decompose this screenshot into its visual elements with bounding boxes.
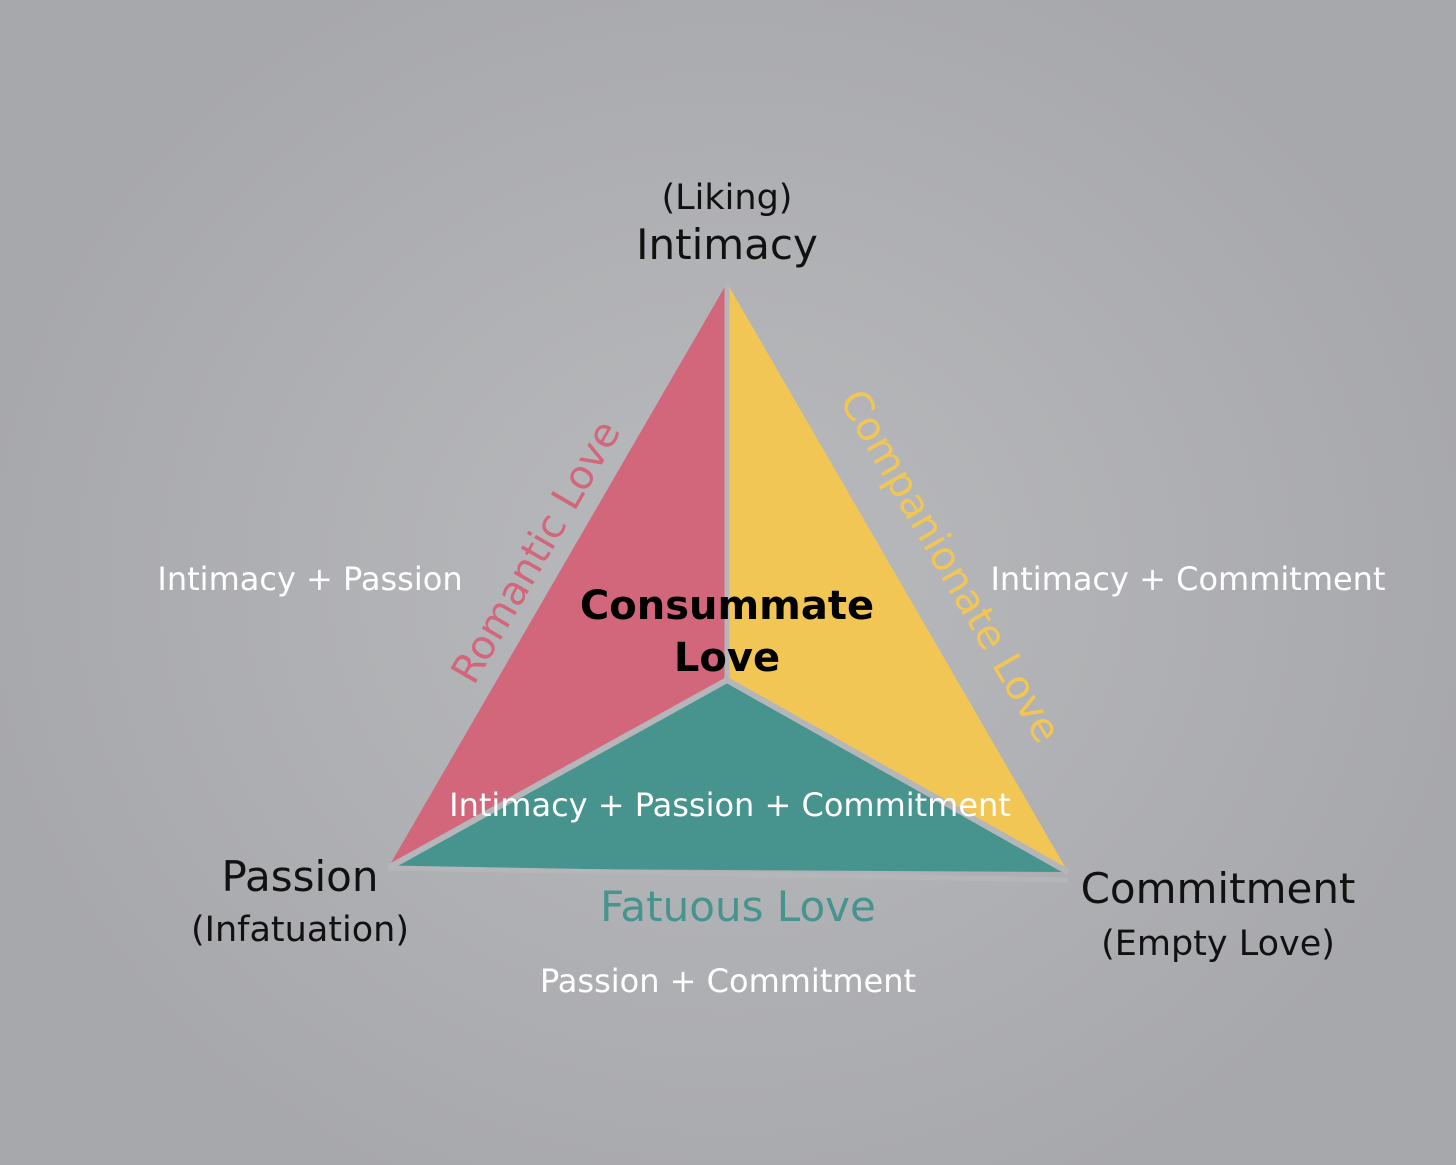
fatuous-love-region [388,680,1068,872]
fatuous-formula: Passion + Commitment [539,962,917,1000]
commitment-sub-label: (Empty Love) [1101,924,1335,964]
companionate-formula: Intimacy + Commitment [990,560,1386,598]
commitment-label: Commitment [1080,864,1356,913]
consummate-love-line1: Consummate [579,583,875,629]
romantic-love-region [388,283,727,868]
romantic-formula: Intimacy + Passion [157,560,463,598]
fatuous-love-label: Fatuous Love [600,882,876,931]
consummate-love-line2: Love [673,635,781,681]
passion-label: Passion [221,852,379,901]
intimacy-label: Intimacy [636,220,818,269]
intimacy-sub-label: (Liking) [661,178,793,218]
passion-sub-label: (Infatuation) [191,910,409,950]
consummate-formula: Intimacy + Passion + Commitment [449,786,1011,824]
